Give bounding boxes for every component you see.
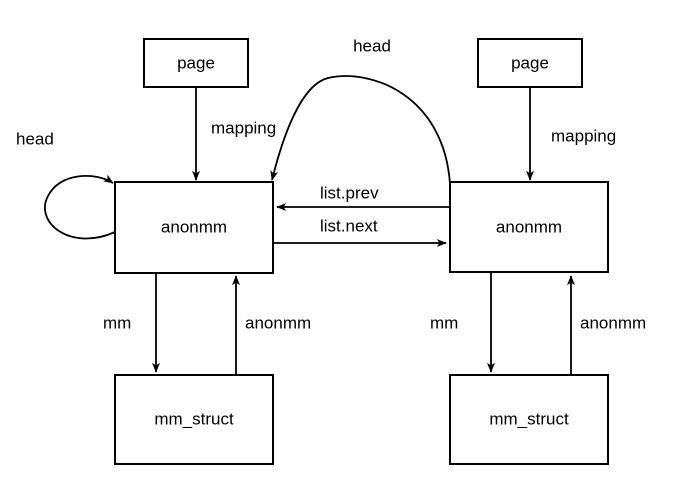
edge-label-head-self-left: head (16, 129, 54, 148)
anonmm-right-rect (449, 181, 609, 273)
node-anonmm-left[interactable]: anonmm (114, 181, 274, 274)
page-left-label: page (177, 53, 215, 72)
node-page-right[interactable]: page (477, 38, 583, 88)
mm-struct-left-rect (114, 374, 274, 465)
edge-label-mm-right: mm (430, 313, 458, 332)
edge-label-mapping-right: mapping (551, 126, 616, 145)
page-right-label: page (511, 53, 549, 72)
edge-label-list-next: list.next (320, 216, 378, 235)
node-page-left[interactable]: page (143, 38, 249, 88)
node-mm-struct-left[interactable]: mm_struct (114, 374, 274, 465)
edge-head-arc (270, 75, 451, 185)
edge-label-head-arc: head (353, 36, 391, 55)
edge-head-self-left (44, 174, 116, 240)
edge-label-anonmm-back-left: anonmm (245, 313, 311, 332)
page-right-rect (477, 38, 583, 88)
node-anonmm-right[interactable]: anonmm (449, 181, 609, 273)
edge-label-mapping-left: mapping (211, 118, 276, 137)
anonmm-left-rect (114, 181, 274, 274)
page-left-rect (143, 38, 249, 88)
mm-struct-right-label: mm_struct (489, 409, 569, 428)
edge-label-anonmm-back-right: anonmm (580, 313, 646, 332)
anonmm-left-label: anonmm (161, 217, 227, 236)
mm-struct-left-label: mm_struct (154, 409, 234, 428)
edge-label-list-prev: list.prev (320, 183, 379, 202)
node-mm-struct-right[interactable]: mm_struct (449, 374, 609, 465)
anonmm-right-label: anonmm (496, 217, 562, 236)
edge-label-mm-left: mm (103, 313, 131, 332)
mm-struct-right-rect (449, 374, 609, 465)
